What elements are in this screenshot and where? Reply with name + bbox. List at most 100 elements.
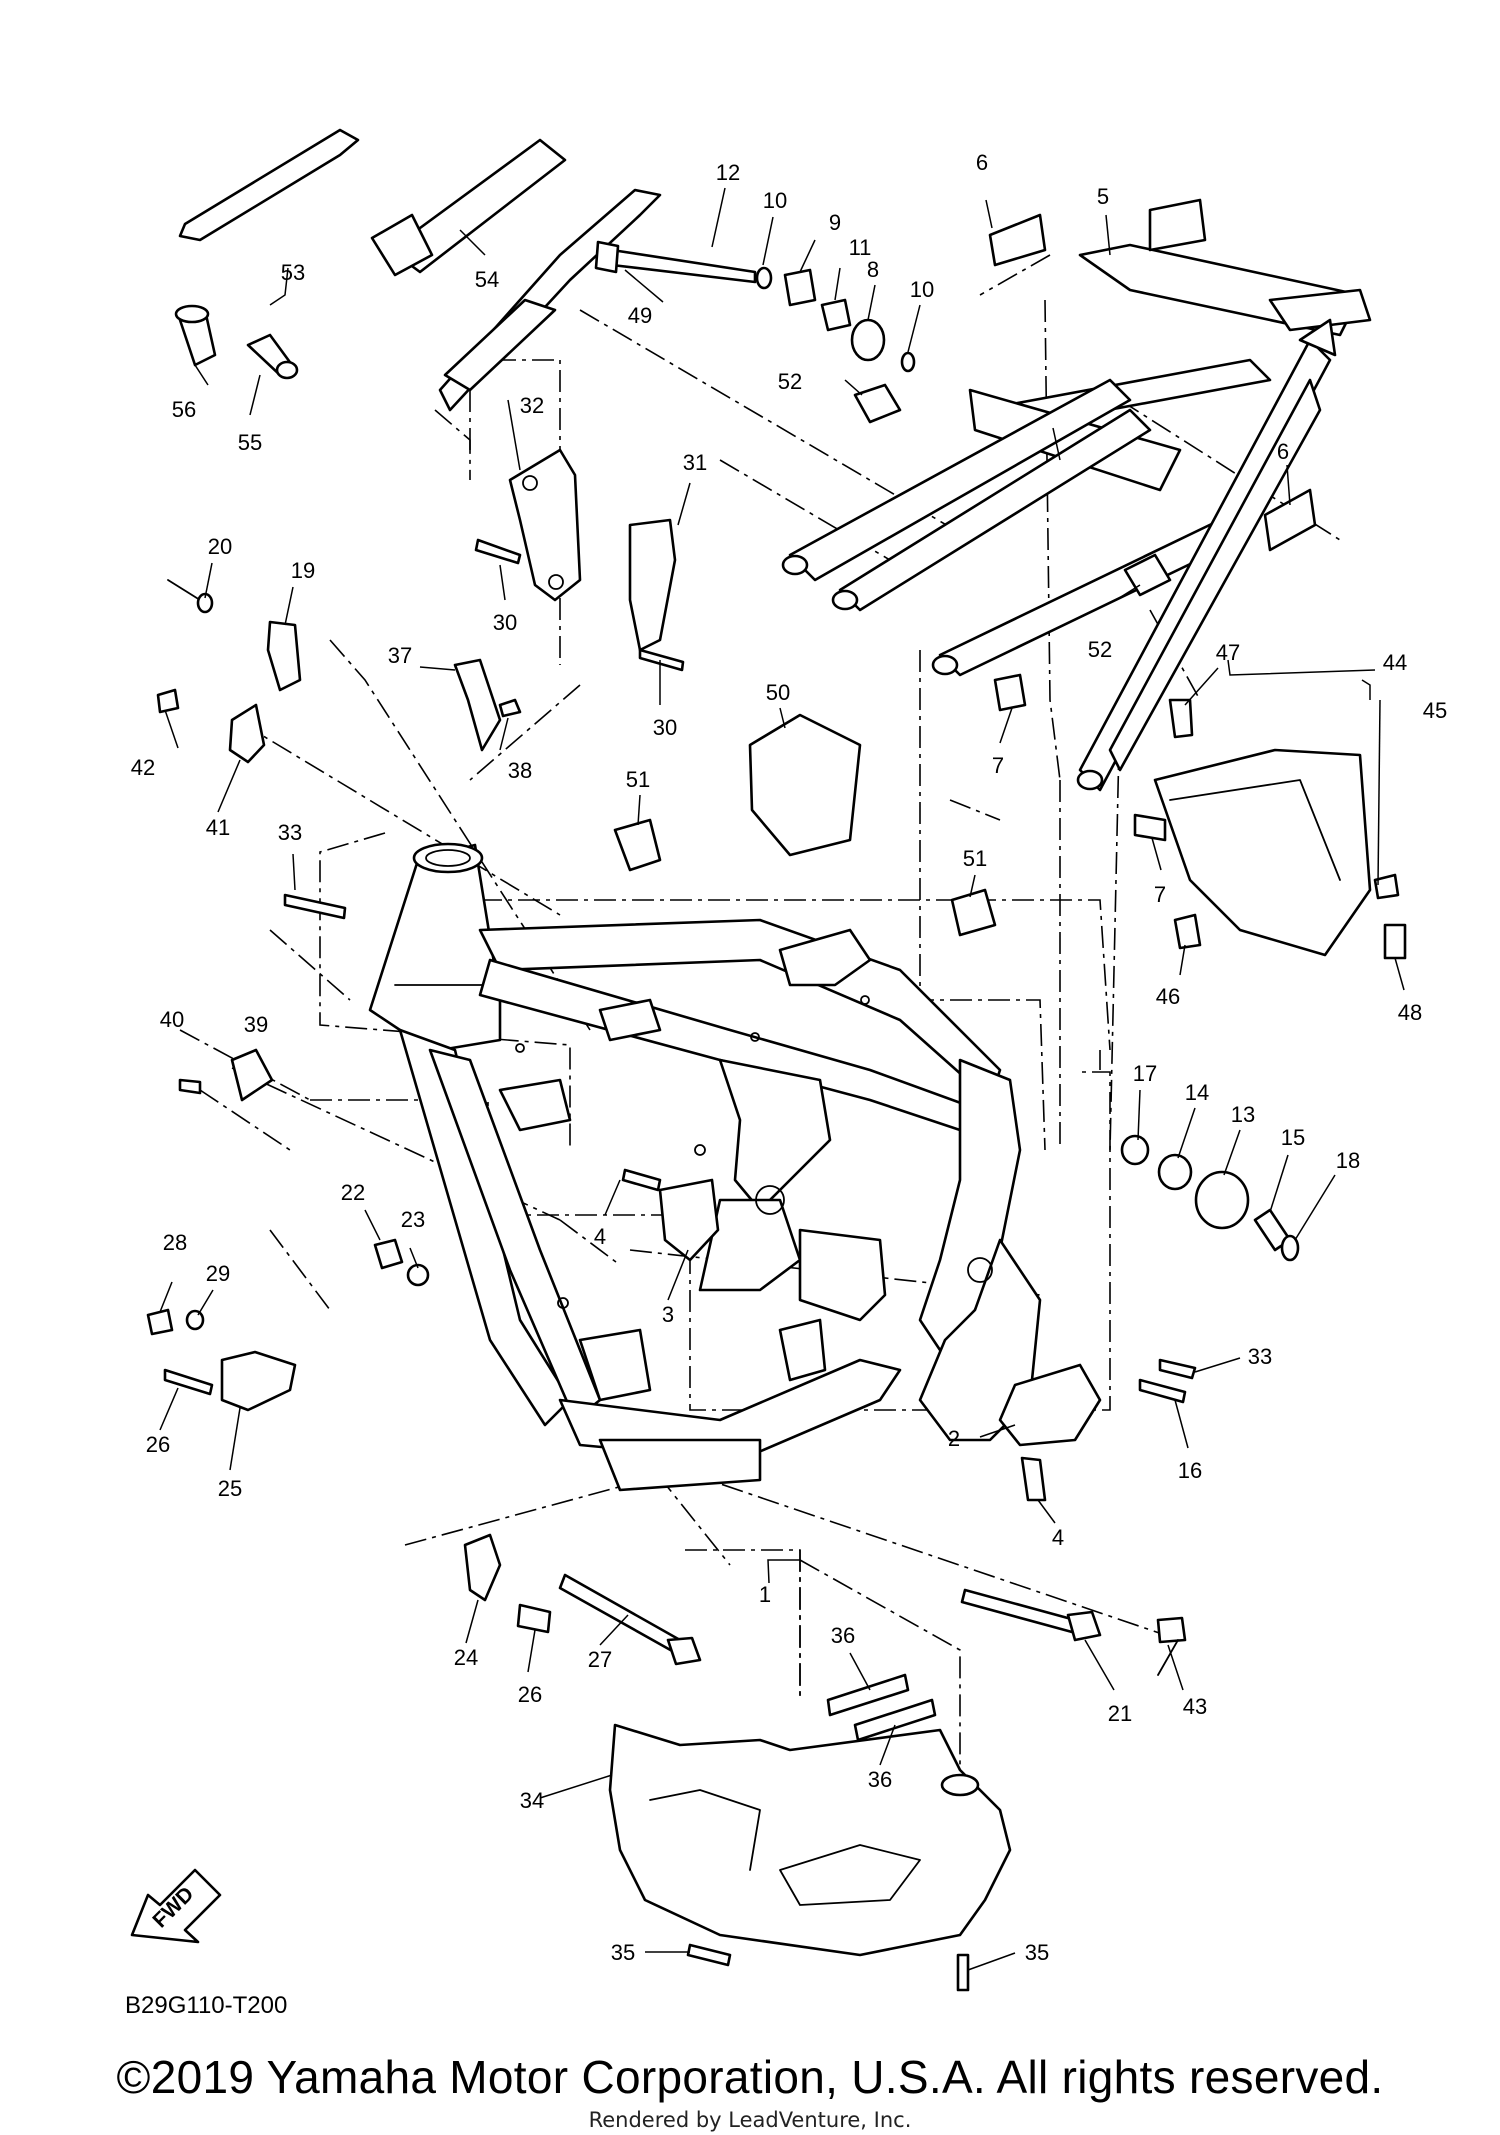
part-33-bolt-b — [1158, 1358, 1197, 1380]
part-4-bolt-a — [621, 1168, 662, 1192]
part-7-bolt-b — [1133, 813, 1167, 842]
part-41-bracket — [228, 703, 266, 764]
part-18-washer — [1280, 1234, 1300, 1262]
part-36-pad-b — [853, 1698, 937, 1742]
part-34-skid-plate — [608, 1723, 1012, 1957]
part-21-bolt — [960, 1588, 1077, 1634]
callout-7-lower: 7 — [1154, 882, 1166, 907]
leader-lines — [159, 187, 1405, 1971]
main-frame — [368, 842, 1042, 1492]
callout-5: 5 — [1097, 184, 1109, 209]
part-36-pad-a — [826, 1673, 910, 1717]
part-37-clamp — [453, 658, 502, 752]
callout-30-left: 30 — [493, 610, 517, 635]
part-13-bushing — [1194, 1170, 1250, 1230]
callout-33-lower: 33 — [1248, 1344, 1272, 1369]
part-42-nut — [156, 688, 180, 714]
part-33-bolt-a — [283, 893, 347, 920]
part-6-label-b — [1263, 488, 1317, 552]
subframe — [781, 198, 1372, 792]
callout-1: 1 — [759, 1582, 771, 1607]
callout-10-a: 10 — [763, 188, 787, 213]
callout-31: 31 — [683, 450, 707, 475]
callout-50: 50 — [766, 680, 790, 705]
callout-19: 19 — [291, 558, 315, 583]
part-23-washer — [406, 1263, 430, 1287]
callout-20: 20 — [208, 534, 232, 559]
callout-7-upper: 7 — [992, 753, 1004, 778]
drawing-code: B29G110-T200 — [125, 1992, 288, 2019]
callout-15: 15 — [1281, 1125, 1305, 1150]
rendered-by-notice: Rendered by LeadVenture, Inc. — [588, 2108, 912, 2132]
callout-6-top: 6 — [976, 150, 988, 175]
callout-30-right: 30 — [653, 715, 677, 740]
callout-29: 29 — [206, 1261, 230, 1286]
callout-46: 46 — [1156, 984, 1180, 1009]
copyright-notice: ©2019 Yamaha Motor Corporation, U.S.A. A… — [116, 2051, 1384, 2103]
callout-38: 38 — [508, 758, 532, 783]
part-47-screw — [1168, 698, 1194, 739]
part-43-pin — [1156, 1616, 1187, 1644]
part-44-cover — [1153, 748, 1372, 957]
callout-49: 49 — [628, 303, 652, 328]
callout-28: 28 — [163, 1230, 187, 1255]
callout-48: 48 — [1398, 1000, 1422, 1025]
parts — [146, 128, 1407, 1992]
part-45-nut — [1373, 873, 1400, 900]
callout-25: 25 — [218, 1476, 242, 1501]
part-17-washer — [1120, 1134, 1150, 1166]
part-31-bracket — [628, 518, 677, 652]
callout-52-upper: 52 — [778, 369, 802, 394]
callout-18: 18 — [1336, 1148, 1360, 1173]
part-19-clip — [266, 620, 302, 692]
callout-53: 53 — [281, 260, 305, 285]
callout-54: 54 — [475, 267, 499, 292]
part-53-wrench — [178, 128, 360, 242]
callout-39: 39 — [244, 1012, 268, 1037]
callout-14: 14 — [1185, 1080, 1209, 1105]
part-50-cover — [748, 713, 862, 857]
callout-33-upper: 33 — [278, 820, 302, 845]
reference-lines — [179, 254, 1341, 1791]
callout-11: 11 — [849, 235, 872, 260]
callout-32: 32 — [520, 393, 544, 418]
callout-16: 16 — [1178, 1458, 1202, 1483]
callout-35-left: 35 — [611, 1940, 635, 1965]
part-52-damper-a — [853, 383, 902, 424]
part-35-bolt-a — [686, 1943, 732, 1967]
part-6-label-a — [988, 213, 1047, 267]
part-3-bracket — [658, 1178, 720, 1262]
callout-26-bottom: 26 — [518, 1682, 542, 1707]
callout-3: 3 — [662, 1302, 674, 1327]
part-26-bolt-a — [163, 1368, 214, 1396]
callout-41: 41 — [206, 815, 230, 840]
callout-12: 12 — [716, 160, 740, 185]
callout-labels: 1 2 3 4 4 5 6 6 7 7 8 9 10 10 11 12 13 1… — [131, 150, 1447, 1965]
callout-17: 17 — [1133, 1061, 1157, 1086]
part-46-clip — [1173, 913, 1202, 950]
callout-27: 27 — [588, 1647, 612, 1672]
callout-6-right: 6 — [1277, 439, 1289, 464]
callout-10-b: 10 — [910, 277, 934, 302]
part-38-screw — [498, 698, 522, 718]
part-7-bolt-a — [993, 673, 1027, 712]
part-11-collar — [820, 298, 852, 332]
callout-44: 44 — [1383, 650, 1407, 675]
callout-34: 34 — [520, 1788, 544, 1813]
part-25-bracket — [220, 1350, 297, 1412]
callout-36-bottom: 36 — [868, 1767, 892, 1792]
callout-4-upper: 4 — [594, 1224, 606, 1249]
fwd-arrow-icon: FWD — [130, 1868, 222, 1944]
callout-35-right: 35 — [1025, 1940, 1049, 1965]
part-51-clip-a — [613, 818, 662, 872]
callout-22: 22 — [341, 1180, 365, 1205]
callout-24: 24 — [454, 1645, 478, 1670]
callout-47: 47 — [1216, 640, 1240, 665]
part-52-damper-b — [1123, 553, 1172, 597]
callout-37: 37 — [388, 643, 412, 668]
part-14-collar — [1157, 1153, 1193, 1191]
callout-56: 56 — [172, 397, 196, 422]
callout-36-top: 36 — [831, 1623, 855, 1648]
callout-40: 40 — [160, 1007, 184, 1032]
